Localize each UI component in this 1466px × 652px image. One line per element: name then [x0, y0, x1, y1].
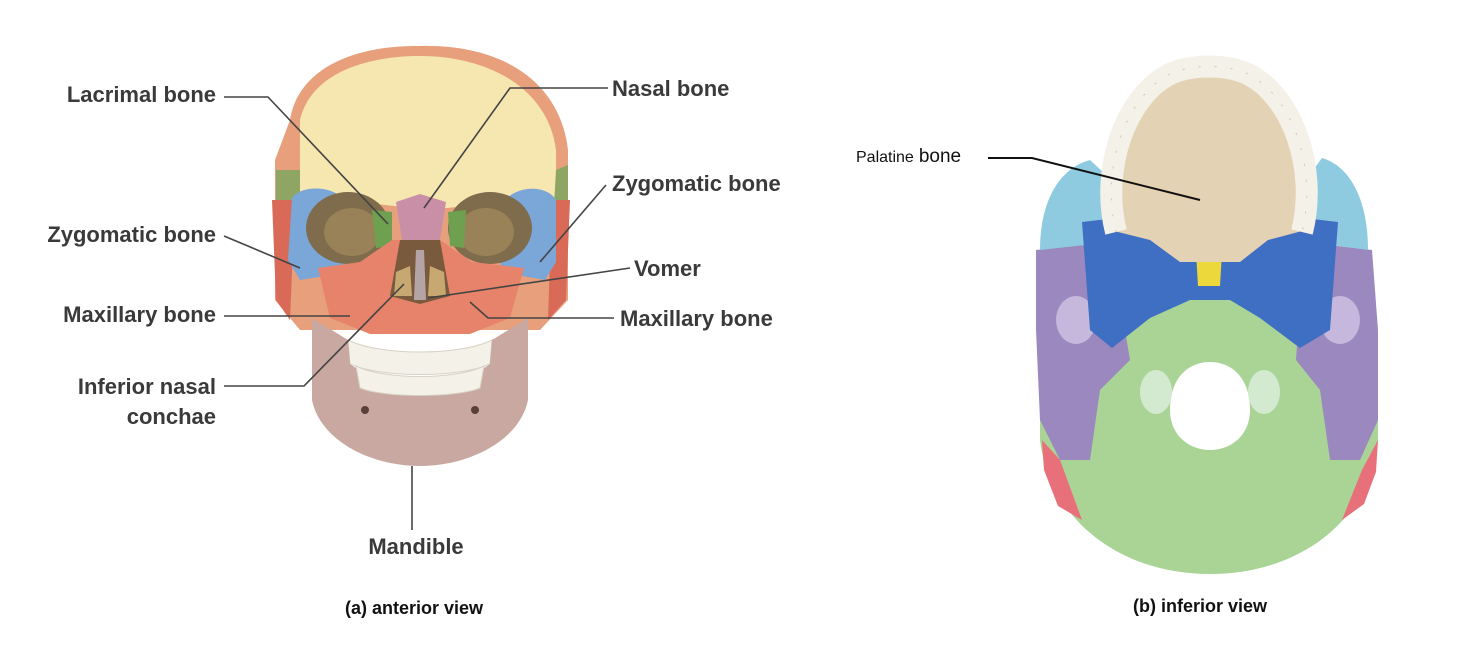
label-vomer: Vomer: [634, 256, 701, 281]
anterior-labels: Lacrimal bone Nasal bone Zygomatic bone …: [47, 76, 780, 559]
label-lacrimal: Lacrimal bone: [67, 82, 216, 107]
mental-foramen-right: [471, 406, 479, 414]
lacrimal-right-green: [448, 210, 466, 248]
nasal-bone-shape: [396, 194, 446, 240]
inferior-skull-illustration: [1036, 55, 1378, 574]
leader-zygomatic-right: [539, 184, 607, 263]
leader-zygomatic-left: [223, 235, 301, 269]
label-maxillary-right: Maxillary bone: [620, 306, 773, 331]
condyle-left: [1140, 370, 1172, 414]
auditory-left: [1056, 296, 1096, 344]
sphenoid-left: [272, 200, 295, 320]
leader-vomer: [427, 267, 631, 299]
frontal-bone: [300, 56, 556, 210]
parietal-right: [1342, 440, 1378, 520]
foramen-magnum: [1170, 362, 1250, 450]
anterior-leader-lines: [223, 87, 631, 530]
leader-lacrimal: [224, 96, 389, 225]
label-palatine-part2: bone: [919, 146, 961, 167]
label-maxillary-left: Maxillary bone: [63, 302, 216, 327]
label-nasal: Nasal bone: [612, 76, 729, 101]
label-inferior-nasal-line2: conchae: [127, 404, 216, 429]
condyle-right: [1248, 370, 1280, 414]
caption-inferior: (b) inferior view: [1133, 596, 1268, 616]
leader-maxillary-right: [469, 301, 614, 319]
label-inferior-nasal-line1: Inferior nasal: [78, 374, 216, 399]
anterior-skull-illustration: [272, 45, 570, 466]
label-zygomatic-right: Zygomatic bone: [612, 171, 781, 196]
lower-teeth: [355, 365, 485, 396]
leader-palatine: [988, 157, 1201, 201]
caption-anterior: (a) anterior view: [345, 598, 484, 618]
label-palatine: Palatine bone: [856, 146, 961, 167]
orbit-left-inner: [324, 208, 380, 256]
orbit-right-inner: [458, 208, 514, 256]
lacrimal-left-green: [372, 210, 392, 248]
label-zygomatic-left: Zygomatic bone: [47, 222, 216, 247]
vomer-shape: [414, 250, 426, 300]
upper-teeth: [347, 339, 493, 375]
label-mandible: Mandible: [368, 534, 463, 559]
leader-nasal: [423, 87, 608, 209]
label-palatine-part1: Palatine: [856, 149, 914, 166]
parietal-left: [1042, 440, 1082, 520]
conchae-right: [428, 266, 446, 296]
palatine-beige: [1108, 74, 1309, 262]
mental-foramen-left: [361, 406, 369, 414]
leader-inferior-nasal: [224, 283, 405, 387]
teeth-arch: [1100, 55, 1318, 235]
